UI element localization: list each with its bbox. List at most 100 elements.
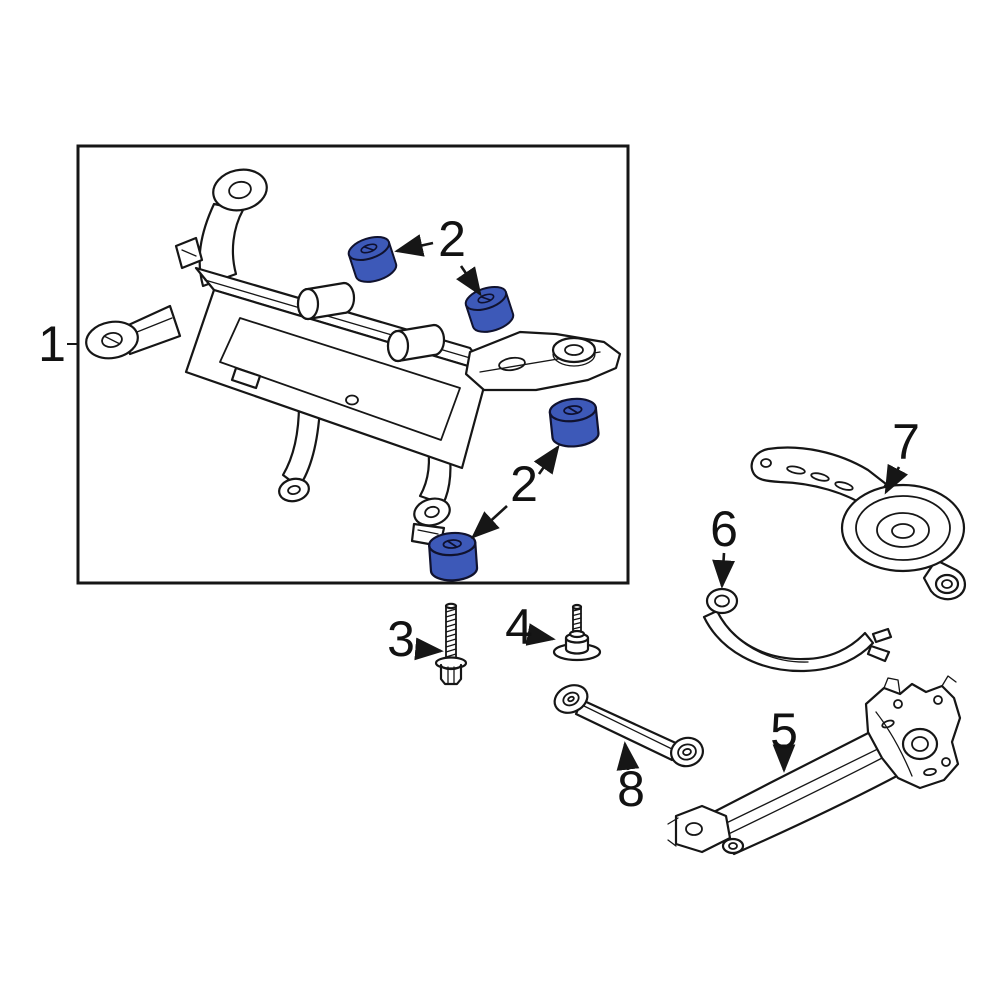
part-7-control-arm <box>750 446 966 601</box>
arm5-front-bracket-hole <box>685 822 703 836</box>
detail-box <box>76 144 630 585</box>
arm5-front-bracket-tabs <box>667 817 679 847</box>
bushing-top-detail <box>563 405 583 415</box>
arm5-foot <box>721 837 745 855</box>
crossmember-wing-tower-base <box>552 353 596 367</box>
callout-arrow-4 <box>525 623 556 646</box>
link8-left-eye-ring <box>562 691 580 707</box>
arm5-slot-2 <box>923 767 937 777</box>
arm5-hub-hole <box>901 727 939 761</box>
arm7-spring-seat-outer <box>840 483 966 573</box>
bolt-shaft <box>445 605 457 661</box>
part-6-upper-arm <box>702 587 893 673</box>
callout-arrow-2d <box>470 505 508 539</box>
callout-arrow-2b <box>456 265 482 297</box>
link8-rod-line <box>583 705 675 751</box>
callout-arrow-6 <box>712 552 735 589</box>
crossmember-right-leg-eye-hole <box>424 505 440 519</box>
callout-arrow-2c <box>533 444 560 475</box>
bushing-top-slot <box>363 246 375 251</box>
arm5-rib-1 <box>715 741 893 829</box>
bushing-top-slot <box>446 540 458 548</box>
part-2-bushing-c <box>548 397 600 448</box>
bushing-top-detail <box>360 243 378 254</box>
arm7-slot-2 <box>810 472 830 482</box>
part-3-bolt <box>434 602 468 686</box>
crossmember-left-eye-hole <box>101 331 123 349</box>
arm7-nose-hole <box>760 458 772 468</box>
callout-label-4: 4 <box>505 599 533 655</box>
crossmember-mid-leg-eye <box>278 477 310 503</box>
crossmember-right-leg-eye <box>413 497 451 527</box>
arm5-hub-hole-inner <box>911 736 929 752</box>
stud-tip <box>571 603 583 611</box>
link8-right-eye-hole <box>682 748 692 756</box>
callout-arrow-3 <box>414 637 444 661</box>
crossmember-wing-tower <box>551 336 597 364</box>
callout-label-3: 3 <box>387 611 415 667</box>
part-2-bushing-d <box>428 531 479 582</box>
bushing-top-detail <box>477 293 495 304</box>
arm5-rib-2 <box>711 755 887 843</box>
callout-label-8: 8 <box>617 761 645 817</box>
bushing-top-slot <box>567 406 579 414</box>
bolt-hex-head <box>439 663 463 686</box>
crossmember-left-bracket-line <box>131 317 173 335</box>
arm6-fork-lower <box>866 644 891 663</box>
crossmember-upper-eye-hole <box>228 180 252 200</box>
bolt-hex-facets <box>447 666 455 684</box>
crossmember-sleeve-1-cap <box>296 287 320 321</box>
callout-arrow-8 <box>616 741 640 771</box>
link8-left-eye-hole <box>567 695 575 703</box>
part-2-bushing-a <box>347 235 398 283</box>
arm7-slot-3 <box>834 481 854 491</box>
crossmember-rivet <box>345 394 359 406</box>
callout-label-6: 6 <box>710 501 738 557</box>
arm6-eye-hole <box>714 594 730 608</box>
callout-label-7: 7 <box>892 414 920 470</box>
callout-label-2-bottom: 2 <box>510 456 538 512</box>
arm6-eye <box>705 587 739 615</box>
callout-label-5: 5 <box>770 703 798 759</box>
callout-arrow-7 <box>884 463 909 495</box>
part-8-lateral-link <box>553 684 704 768</box>
crossmember-left-eye-slot <box>103 335 121 345</box>
bushing-top-detail <box>442 539 462 549</box>
crossmember-tab-line <box>181 249 197 257</box>
link8-right-eye-outer <box>670 736 704 768</box>
crossmember-mid-leg-eye-hole <box>287 484 301 496</box>
stud-threads <box>572 608 582 630</box>
crossmember-beam-inset <box>219 317 461 441</box>
crossmember-wing-slot <box>498 356 526 372</box>
arm5-bolt-hole-3 <box>941 757 951 767</box>
arm5-slot-1 <box>881 719 895 729</box>
arm7-tab-eye-hole <box>941 579 953 589</box>
arm7-body <box>750 446 888 512</box>
arm5-foot-hole <box>728 842 738 850</box>
part-5-trailing-arm <box>667 675 962 856</box>
link8-right-eye-ring <box>677 743 697 761</box>
callout-label-1: 1 <box>38 316 66 372</box>
arm7-spring-seat-inner <box>876 512 930 548</box>
link8-left-eye <box>553 684 589 714</box>
part-4-stud <box>552 603 602 662</box>
arm5-bolt-hole-2 <box>933 695 943 705</box>
bolt-tip <box>444 602 458 610</box>
arm7-spring-seat-center <box>891 523 915 539</box>
arm5-knuckle-tab-right <box>941 675 957 687</box>
callout-label-2-top: 2 <box>438 211 466 267</box>
crossmember-wing-tower-hole <box>564 344 584 356</box>
part-1-crossmember <box>85 168 622 548</box>
bushing-top-slot <box>480 296 492 301</box>
crossmember-right-foot-line <box>417 529 439 535</box>
callout-arrow-2a <box>394 234 434 257</box>
arm5-front-bracket <box>674 804 732 854</box>
arm7-tab-eye <box>934 573 960 595</box>
arm7-slot-1 <box>786 465 806 475</box>
arm6-fork-upper <box>871 627 893 644</box>
link8-right-eye <box>670 736 704 768</box>
arm7-spring-seat-ring <box>855 495 951 561</box>
crossmember-sleeve-2-cap <box>386 329 410 363</box>
crossmember-beam-slot <box>230 366 262 390</box>
